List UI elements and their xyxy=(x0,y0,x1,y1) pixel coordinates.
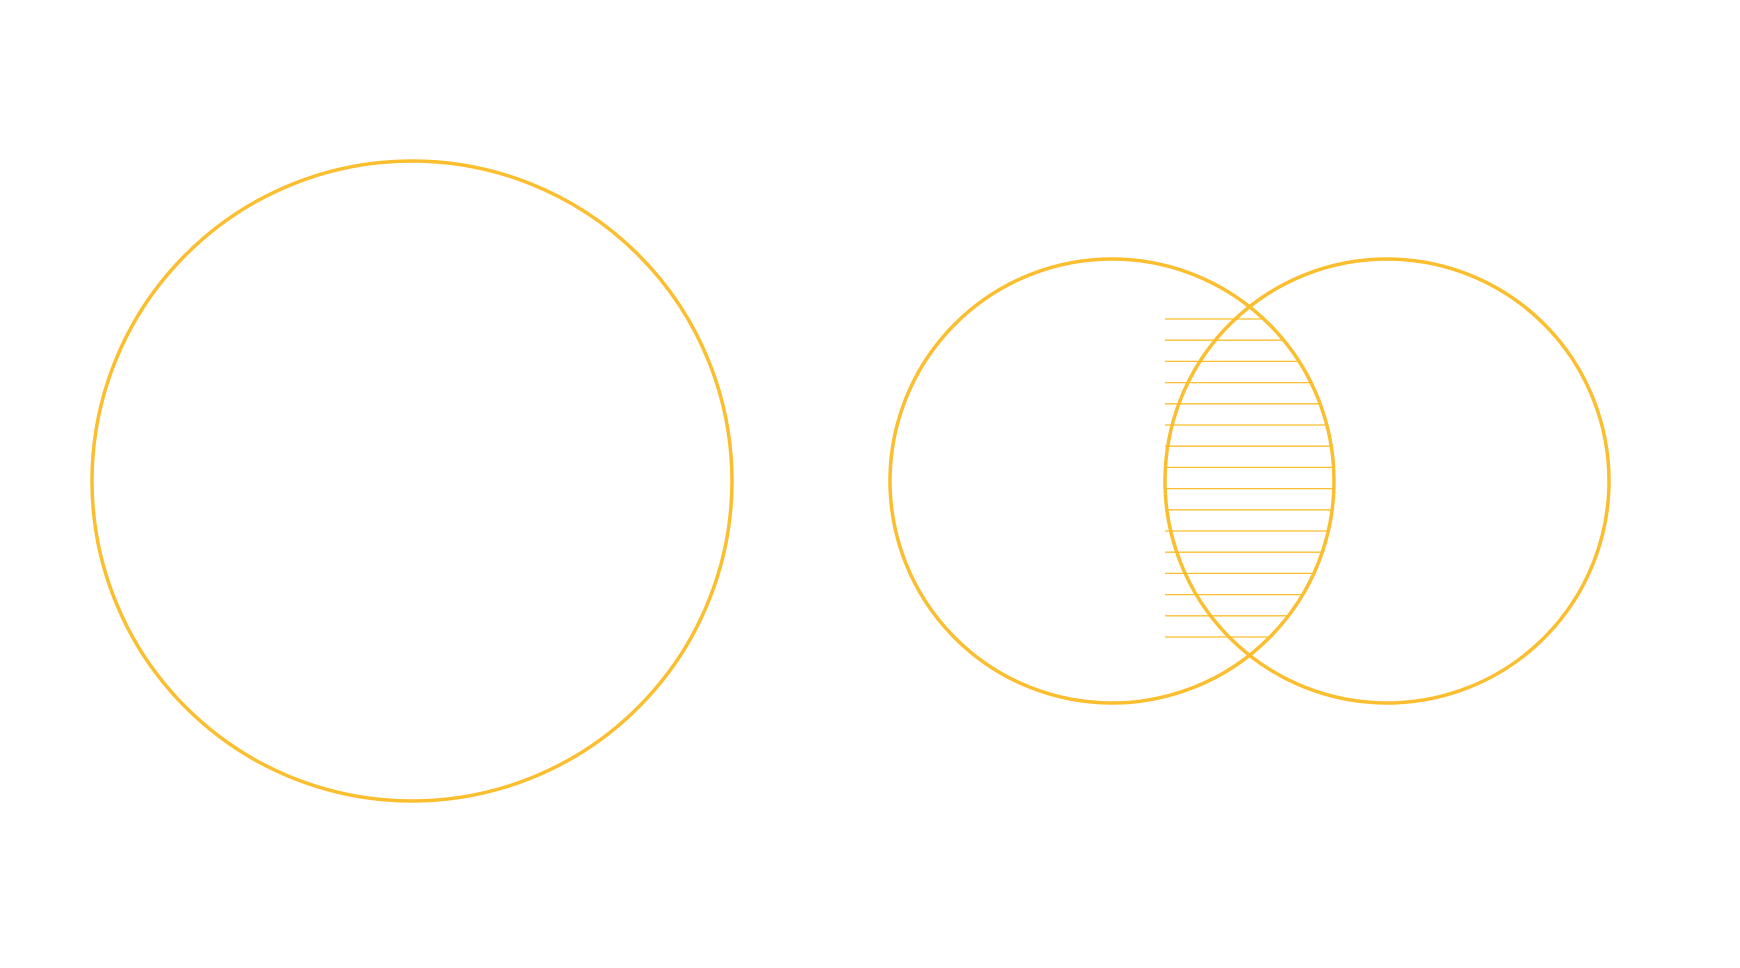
single-set-circle xyxy=(90,159,734,803)
right-set-circle xyxy=(1163,257,1611,705)
single-set-panel xyxy=(90,159,734,803)
intersection-hatching xyxy=(1165,318,1334,638)
intersection-region xyxy=(1164,305,1335,657)
intersection-outline xyxy=(1164,305,1335,657)
left-set-circle xyxy=(888,257,1336,705)
two-set-panel xyxy=(888,257,1611,705)
